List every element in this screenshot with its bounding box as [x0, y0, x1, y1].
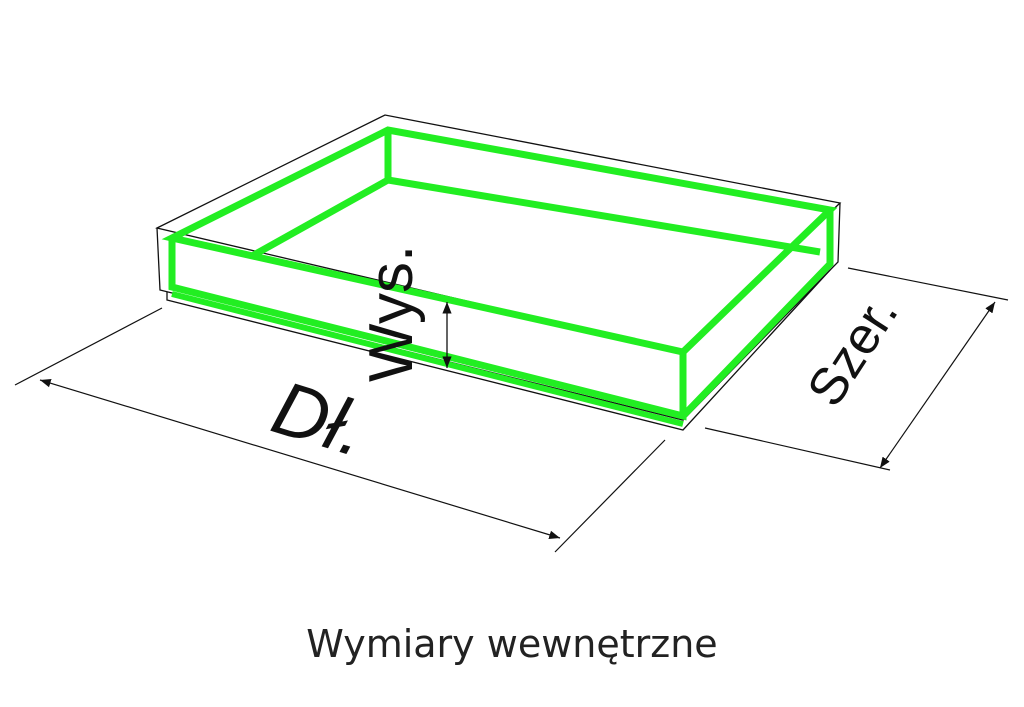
width-label: Szer. — [796, 286, 909, 417]
width-dimension — [704, 267, 1009, 471]
diagram-caption: Wymiary wewnętrzne — [306, 622, 718, 666]
height-label: Wys. — [357, 245, 426, 382]
length-dimension — [14, 307, 666, 553]
inner-box-outline — [161, 126, 838, 427]
outer-box — [155, 114, 842, 431]
